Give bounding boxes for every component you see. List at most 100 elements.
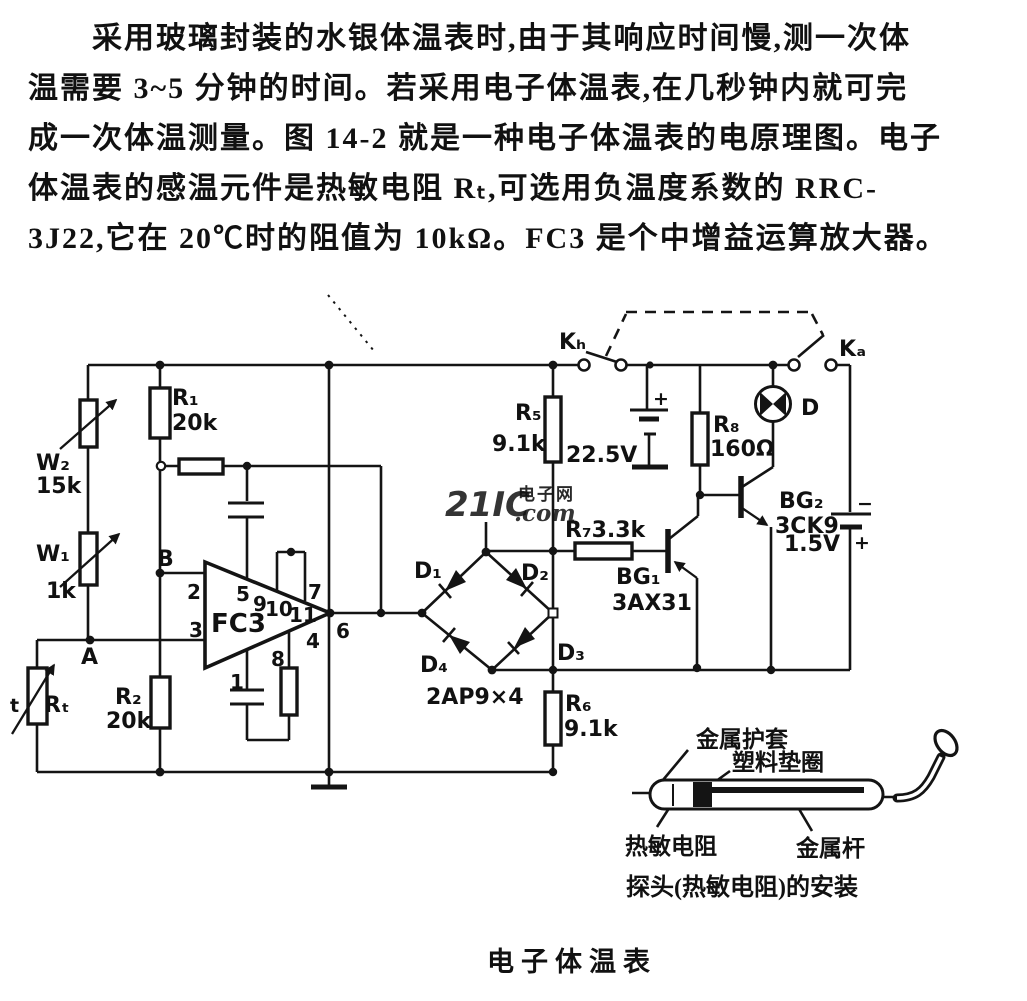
- junction-dot: [325, 608, 335, 618]
- junction-dot: [548, 767, 558, 777]
- r6-value: 9.1k: [564, 717, 619, 742]
- arrows: [11, 398, 769, 735]
- junction-dot: [695, 490, 705, 500]
- bridge-type-label: 2AP9×4: [426, 685, 524, 710]
- opamp-triangle: [203, 559, 335, 671]
- battery-b1-plus: +: [653, 388, 669, 410]
- w1-value: 1k: [46, 579, 77, 604]
- junction-dot: [646, 361, 654, 369]
- opamp-pin-7: 7: [308, 580, 322, 604]
- battery-b1-value: 22.5V: [566, 443, 637, 468]
- lamp-label: D: [801, 396, 819, 421]
- pin8-resistor-body: [279, 666, 299, 717]
- probe-handle-end: [933, 728, 959, 758]
- figure-caption: 电子体温表: [487, 947, 657, 977]
- opamp-pin-10: 10: [265, 597, 293, 621]
- resistor-r5-body: [543, 395, 563, 464]
- r5-label: R₅: [515, 401, 542, 426]
- pot-w1-body: [78, 531, 99, 587]
- junction-dot: [487, 665, 497, 675]
- thermistor-arrow: [11, 663, 55, 735]
- thermistor-rt-body: [26, 666, 49, 726]
- junction-dot: [324, 767, 334, 777]
- w1-label: W₁: [36, 542, 70, 567]
- junction-dot: [155, 360, 165, 370]
- resistor-r8-body: [690, 411, 710, 467]
- probe-body: [648, 778, 885, 811]
- r1-value: 20k: [172, 411, 219, 436]
- intro-line-3: 成一次体温测量。图 14-2 就是一种电子体温表的电原理图。电子: [28, 122, 942, 155]
- bg2-label: BG₂: [779, 489, 823, 514]
- intro-line-1: 采用玻璃封装的水银体温表时,由于其响应时间慢,测一次体: [92, 22, 911, 55]
- watermark: 21IC 电子网 .com: [445, 484, 576, 527]
- junction-dot: [692, 663, 702, 673]
- opamp-pin-4: 4: [306, 629, 320, 653]
- probe-thermistor-block: [693, 782, 712, 807]
- bg1-emitter-arrow: [673, 561, 698, 579]
- opamp-pin-6: 6: [336, 619, 350, 643]
- switch-linkage-dashed-line: [604, 310, 825, 357]
- resistor-r2-body: [149, 675, 172, 730]
- feedback-tap-node: [155, 460, 167, 472]
- d4-label: D₄: [420, 653, 448, 678]
- junction-dot: [417, 608, 427, 618]
- resistor-r6-body: [543, 690, 563, 747]
- bg1-type: 3AX31: [612, 591, 692, 616]
- probe-sheath-label: 金属护套: [695, 726, 788, 752]
- capacitor-and-battery-plates: [228, 408, 871, 706]
- w2-value: 15k: [36, 474, 83, 499]
- junction-dot: [85, 635, 95, 645]
- probe-thermistor-label: 热敏电阻: [625, 833, 717, 859]
- junction-dot: [766, 665, 776, 675]
- resistor-bodies: [26, 386, 710, 747]
- dotted-fold-line: [327, 294, 375, 352]
- ka-contact-right: [824, 358, 838, 372]
- probe-gasket-label: 塑料垫圈: [732, 750, 824, 775]
- lamp-wedges: [760, 392, 786, 416]
- rt-arrow-label: t: [10, 695, 19, 717]
- battery-thick-plates-and-ground: [311, 416, 862, 790]
- probe-inner-band: [712, 787, 864, 793]
- battery-b2-value: 1.5V: [784, 532, 840, 557]
- opamp-pin-3: 3: [189, 618, 203, 642]
- r2-value: 20k: [106, 709, 153, 734]
- resistor-r7-body: [573, 541, 634, 561]
- ka-contact-left: [787, 358, 801, 372]
- junction-dot: [155, 568, 165, 578]
- junction-dot: [286, 547, 296, 557]
- probe-rod-label: 金属杆: [795, 835, 865, 861]
- opamp-pin-1: 1: [230, 670, 244, 694]
- bg2-emitter-arrow: [741, 507, 769, 526]
- kb-lever: [585, 350, 618, 364]
- kb-contact-right: [614, 358, 628, 372]
- switches: [577, 334, 838, 372]
- pot-w1-arrow: [59, 532, 121, 588]
- junction-dot: [242, 461, 252, 471]
- watermark-site: 电子网: [518, 484, 575, 504]
- node-b-label: B: [157, 547, 174, 572]
- probe-tail-inner: [896, 756, 943, 800]
- opamp-pin-11: 11: [289, 603, 317, 627]
- bg1-label: BG₁: [616, 565, 660, 590]
- kb-label: Kₕ: [559, 330, 586, 355]
- d2-label: D₂: [521, 561, 549, 586]
- intro-line-4: 体温表的感温元件是热敏电阻 Rₜ,可选用负温度系数的 RRC-: [28, 172, 878, 205]
- r8-label: R₈: [713, 413, 740, 438]
- probe-caption: 探头(热敏电阻)的安装: [626, 873, 858, 901]
- r5-value: 9.1k: [492, 432, 547, 457]
- probe-illustration: 金属护套 塑料垫圈 热敏电阻 金属杆 探头(热敏电阻)的安装: [625, 726, 959, 901]
- junction-dot: [324, 360, 334, 370]
- r1-label: R₁: [172, 386, 199, 411]
- rt-label: Rₜ: [44, 693, 69, 718]
- junction-dot: [548, 546, 558, 556]
- r6-label: R₆: [565, 692, 592, 717]
- resistor-r1-body: [148, 386, 172, 440]
- opamp-pin-8: 8: [271, 647, 285, 671]
- junction-dot: [548, 665, 558, 675]
- intro-line-2: 温需要 3~5 分钟的时间。若采用电子体温表,在几秒钟内就可完: [28, 72, 909, 105]
- watermark-brand: 21IC: [445, 485, 530, 525]
- battery-b2-plus: +: [854, 532, 870, 554]
- kb-contact-left: [577, 358, 591, 372]
